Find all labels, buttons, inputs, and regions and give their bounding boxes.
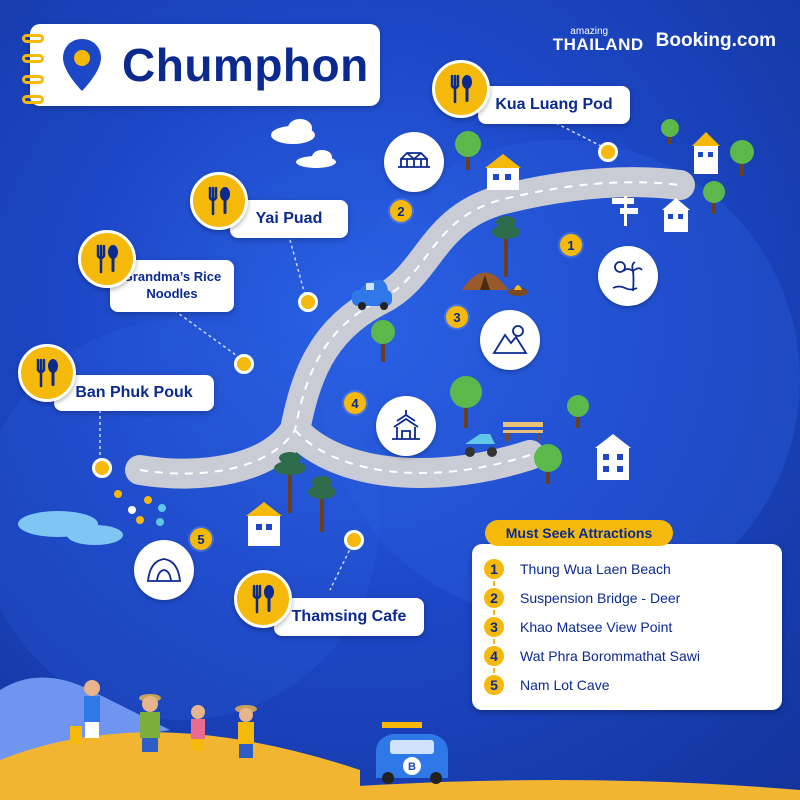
- fork-spoon-icon: [432, 60, 490, 118]
- scooter: [465, 434, 497, 457]
- bridge-icon: [384, 132, 444, 192]
- attraction-marker-5: 5: [190, 528, 212, 550]
- attraction-marker-1: 1: [560, 234, 582, 256]
- tourists: [70, 680, 257, 758]
- svg-text:B: B: [408, 761, 416, 773]
- pond: [18, 511, 123, 545]
- restaurant-marker: [298, 292, 318, 312]
- page-title: Chumphon: [122, 39, 369, 91]
- legend-heading: Must Seek Attractions: [485, 520, 673, 546]
- bench: [503, 422, 543, 441]
- palm-tree-icon: [598, 246, 658, 306]
- temple-icon: [376, 396, 436, 456]
- title-card: Chumphon: [22, 24, 380, 106]
- restaurant-marker: [234, 354, 254, 374]
- campfire: [508, 285, 528, 296]
- restaurant-marker: [92, 458, 112, 478]
- amazing-thailand-logo: amazing THAILAND: [552, 26, 644, 54]
- fork-spoon-icon: [234, 570, 292, 628]
- fork-spoon-icon: [190, 172, 248, 230]
- attraction-marker-2: 2: [390, 200, 412, 222]
- restaurant-label-ban-phuk-pouk: Ban Phuk Pouk: [54, 375, 214, 411]
- restaurant-label-kua-luang-pod: Kua Luang Pod: [478, 86, 630, 124]
- binder-rings: [22, 34, 44, 104]
- fork-spoon-icon: [18, 344, 76, 402]
- bottom-car: B: [376, 722, 448, 784]
- flowers: [114, 490, 166, 526]
- tent: [462, 272, 508, 290]
- restaurant-marker: [344, 530, 364, 550]
- mountain-sun-icon: [480, 310, 540, 370]
- attraction-marker-4: 4: [344, 392, 366, 414]
- clouds: [271, 119, 336, 168]
- restaurant-label-yai-puad: Yai Puad: [230, 200, 348, 238]
- map-pin-icon: [63, 39, 101, 91]
- houses: [246, 132, 720, 546]
- restaurant-label-thamsing-cafe: Thamsing Cafe: [274, 598, 424, 636]
- logos: amazing THAILAND Booking.com: [553, 26, 776, 55]
- fork-spoon-icon: [78, 230, 136, 288]
- trees: [274, 119, 754, 532]
- car: [352, 280, 392, 310]
- booking-logo: Booking.com: [655, 29, 776, 51]
- restaurant-label-grandmas-rice-noodles: Grandma’s Rice Noodles: [110, 260, 234, 312]
- signpost: [612, 196, 638, 226]
- attraction-marker-3: 3: [446, 306, 468, 328]
- restaurant-marker: [598, 142, 618, 162]
- cave-icon: [134, 540, 194, 600]
